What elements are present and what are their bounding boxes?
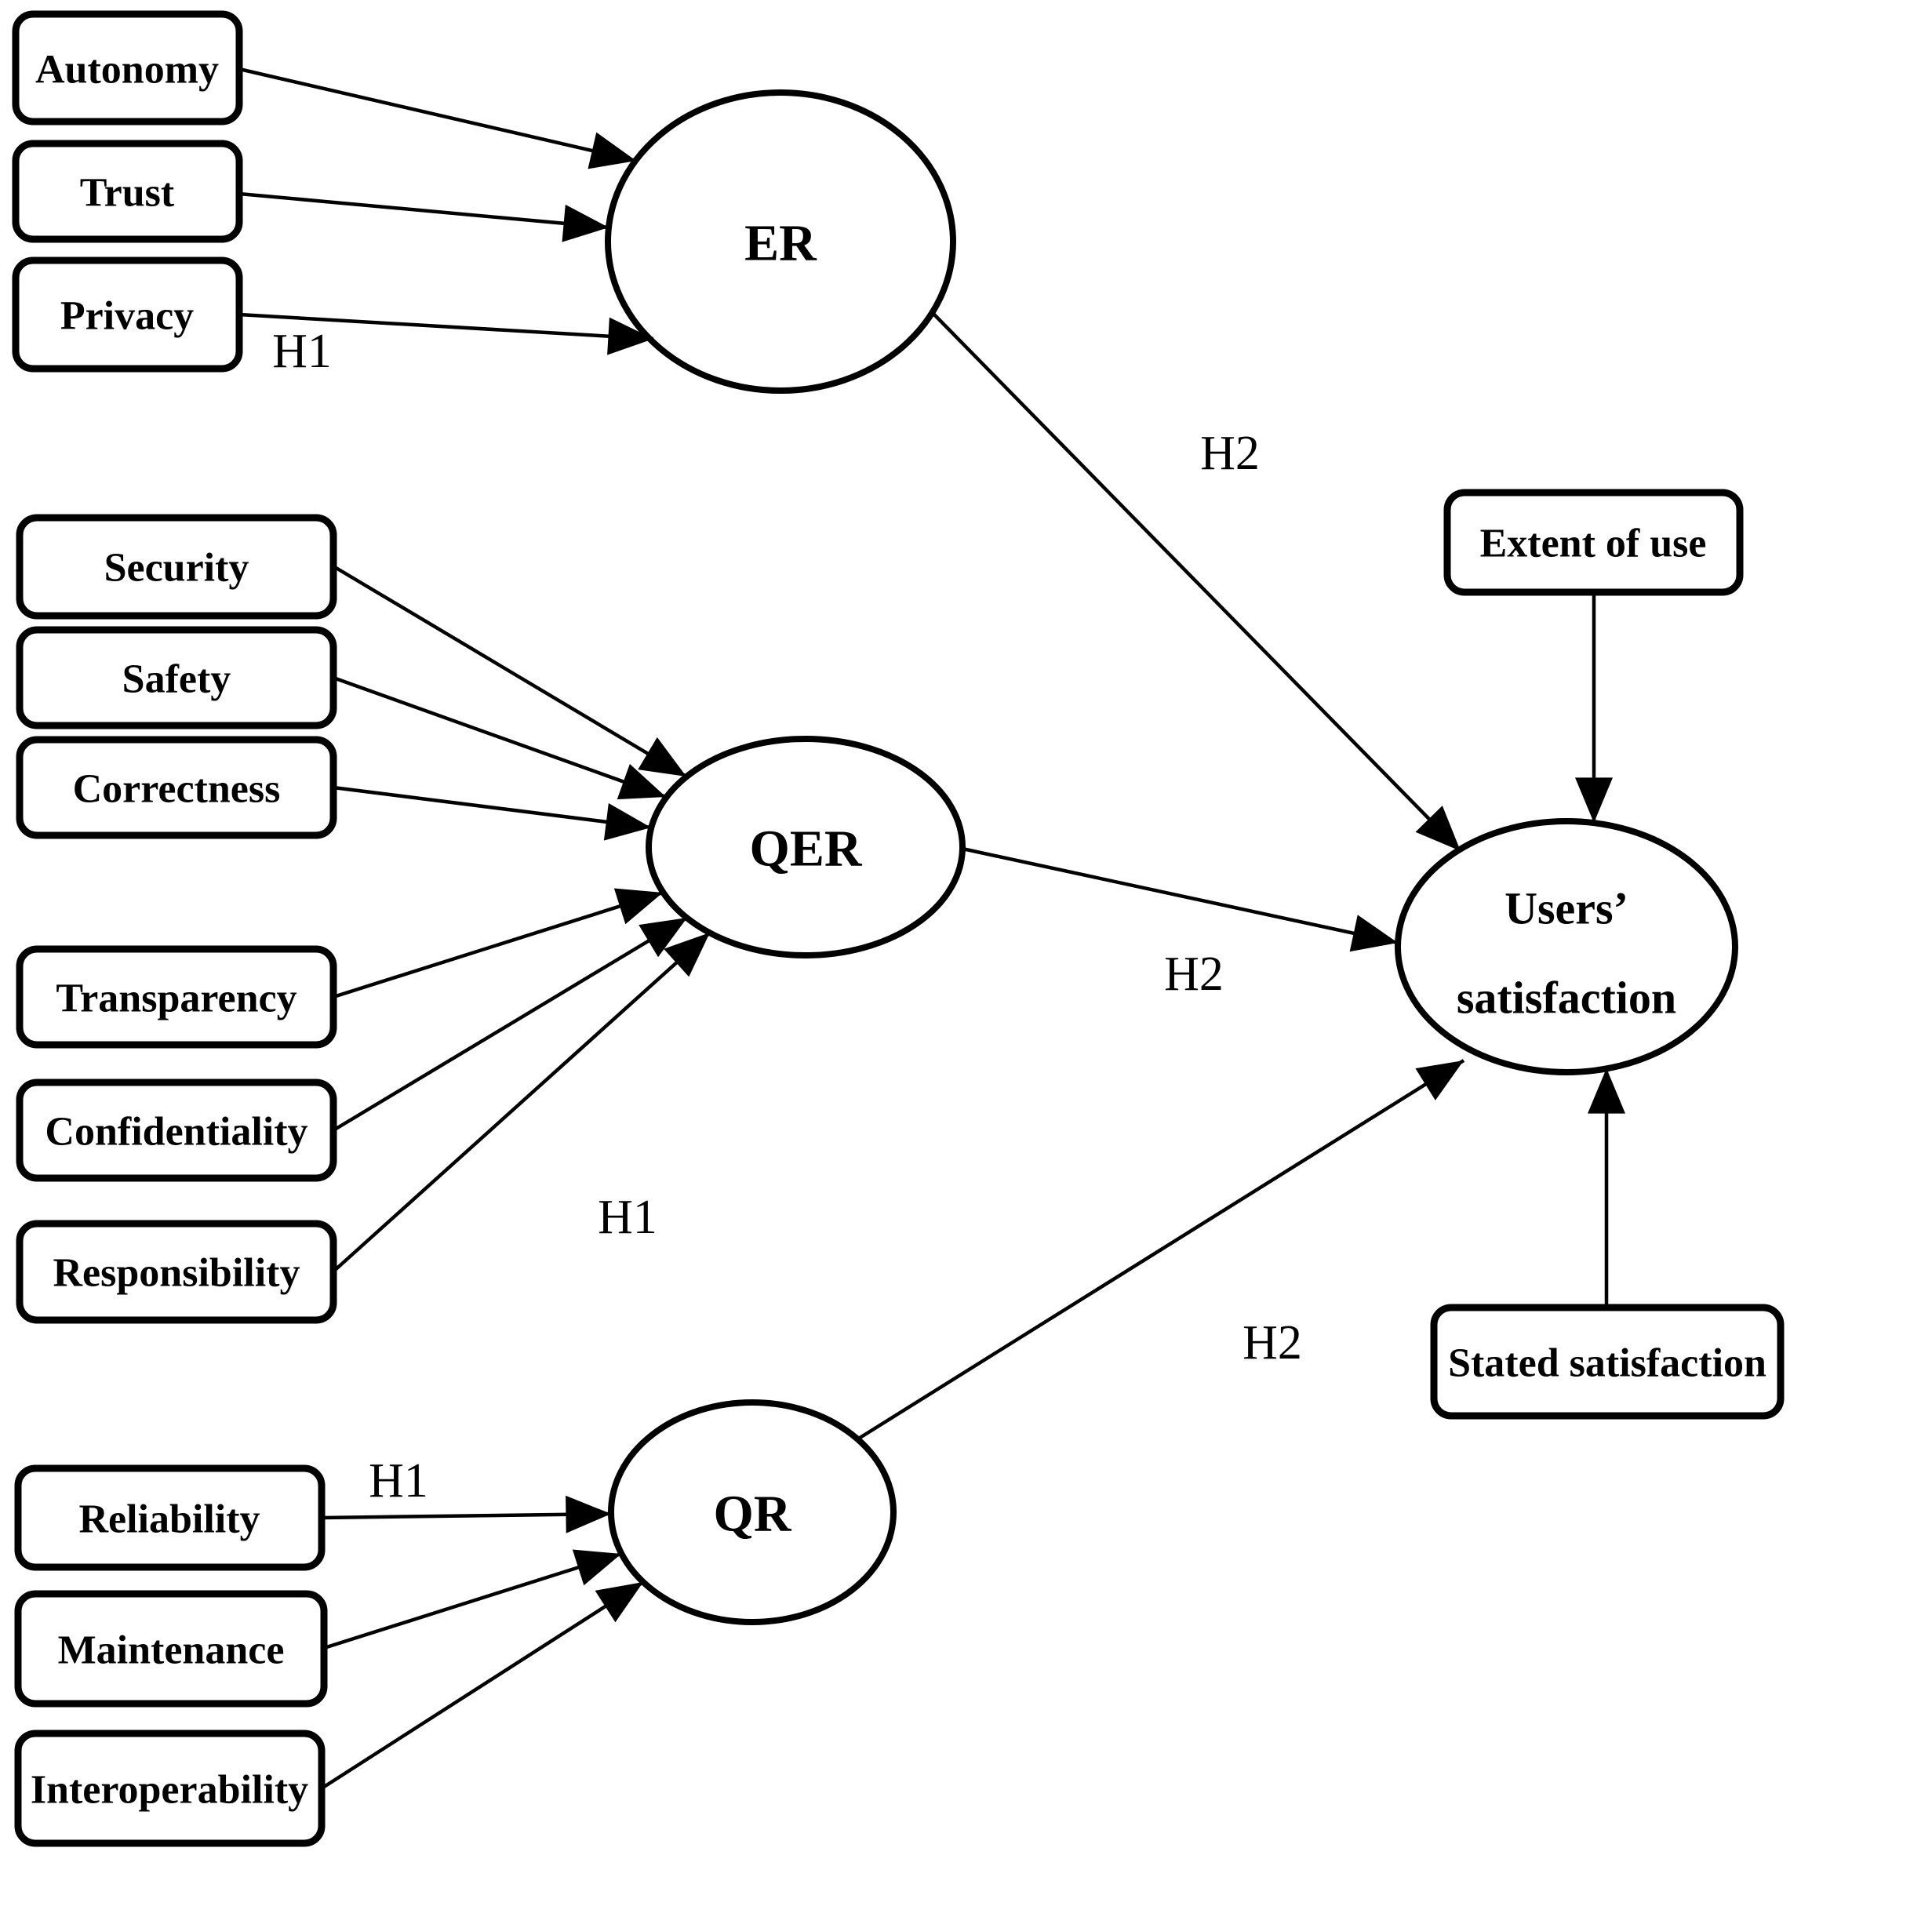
arrow-correctness-to-qer bbox=[333, 785, 652, 841]
arrow-trust-to-er bbox=[238, 191, 609, 242]
indicator-safety: Safety bbox=[16, 626, 337, 729]
indicator-correctness: Correctness bbox=[16, 736, 337, 839]
latent-er: ER bbox=[605, 89, 956, 394]
indicator-reliability-label: Reliability bbox=[78, 1497, 260, 1542]
latent-qer-ellipse bbox=[646, 736, 966, 958]
latent-users-satisfaction-label-line1: Users’ bbox=[1504, 883, 1628, 934]
indicator-transparency: Transparency bbox=[16, 945, 337, 1049]
indicator-responsibility-box bbox=[16, 1220, 337, 1324]
indicator-responsibility-label: Responsibility bbox=[53, 1251, 300, 1296]
arrow-reliability-to-qr bbox=[321, 1495, 612, 1533]
indicator-stated-satisfaction: Stated satisfaction bbox=[1430, 1304, 1785, 1420]
indicator-autonomy: Autonomy bbox=[12, 10, 243, 125]
arrow-interoperability-to-qr bbox=[320, 1581, 645, 1790]
latent-users-satisfaction-ellipse bbox=[1395, 818, 1738, 1075]
indicator-trust-label: Trust bbox=[80, 171, 175, 216]
label-h2-qer: H2 bbox=[1164, 948, 1224, 1001]
indicator-autonomy-box bbox=[12, 10, 243, 125]
arrow-security-to-qer bbox=[332, 565, 688, 778]
latent-qr-ellipse bbox=[608, 1399, 897, 1625]
latent-users-satisfaction-label-line2: satisfaction bbox=[1457, 973, 1676, 1024]
indicator-security-label: Security bbox=[104, 546, 249, 591]
indicator-interoperability: Interoperability bbox=[14, 1730, 326, 1847]
indicator-extent-of-use-box bbox=[1443, 489, 1744, 596]
arrow-autonomy-to-er bbox=[238, 67, 637, 169]
indicator-transparency-label: Transparency bbox=[56, 977, 297, 1021]
arrow-qr-to-users-satisfaction bbox=[856, 1059, 1465, 1441]
latent-er-label: ER bbox=[744, 215, 817, 272]
indicator-responsibility: Responsibility bbox=[16, 1220, 337, 1324]
indicator-stated-satisfaction-box bbox=[1430, 1304, 1785, 1420]
indicator-trust-box bbox=[12, 140, 243, 243]
indicator-interoperability-label: Interoperability bbox=[31, 1768, 308, 1813]
indicator-maintenance-label: Maintenance bbox=[58, 1628, 285, 1673]
latent-qer-label: QER bbox=[749, 820, 862, 878]
indicator-correctness-label: Correctness bbox=[73, 767, 281, 812]
label-h1-qer: H1 bbox=[598, 1191, 657, 1244]
arrow-responsibility-to-qer bbox=[332, 931, 711, 1273]
arrow-privacy-to-er bbox=[238, 312, 654, 355]
indicator-security: Security bbox=[16, 514, 337, 620]
label-h1-er: H1 bbox=[272, 325, 332, 378]
indicator-safety-label: Safety bbox=[122, 657, 231, 702]
indicator-privacy-label: Privacy bbox=[60, 294, 194, 339]
latent-qer: QER bbox=[646, 736, 966, 958]
arrow-confidentiality-to-qer bbox=[332, 916, 689, 1132]
latent-qr: QR bbox=[608, 1399, 897, 1625]
indicator-confidentiality: Confidentiality bbox=[16, 1079, 337, 1182]
arrow-safety-to-qer bbox=[333, 675, 667, 800]
indicator-stated-satisfaction-label: Stated satisfaction bbox=[1448, 1341, 1766, 1386]
arrow-transparency-to-qer bbox=[333, 888, 664, 999]
latent-qr-label: QR bbox=[714, 1486, 792, 1543]
indicator-confidentiality-label: Confidentiality bbox=[45, 1110, 307, 1155]
label-h1-qr: H1 bbox=[369, 1454, 428, 1508]
indicator-autonomy-label: Autonomy bbox=[35, 48, 219, 93]
latent-users-satisfaction: Users’ satisfaction bbox=[1395, 818, 1738, 1075]
arrow-er-to-users-satisfaction bbox=[932, 312, 1462, 853]
label-h2-er: H2 bbox=[1200, 427, 1260, 480]
indicator-privacy: Privacy bbox=[12, 256, 243, 373]
arrow-qer-to-users-satisfaction bbox=[962, 846, 1399, 952]
arrow-maintenance-to-qr bbox=[321, 1549, 622, 1651]
indicator-trust: Trust bbox=[12, 140, 243, 243]
label-h2-qr: H2 bbox=[1243, 1316, 1302, 1370]
indicator-extent-of-use: Extent of use bbox=[1443, 489, 1744, 596]
indicator-maintenance: Maintenance bbox=[14, 1590, 328, 1708]
indicator-extent-of-use-label: Extent of use bbox=[1480, 522, 1707, 566]
indicator-reliability: Reliability bbox=[14, 1464, 326, 1571]
